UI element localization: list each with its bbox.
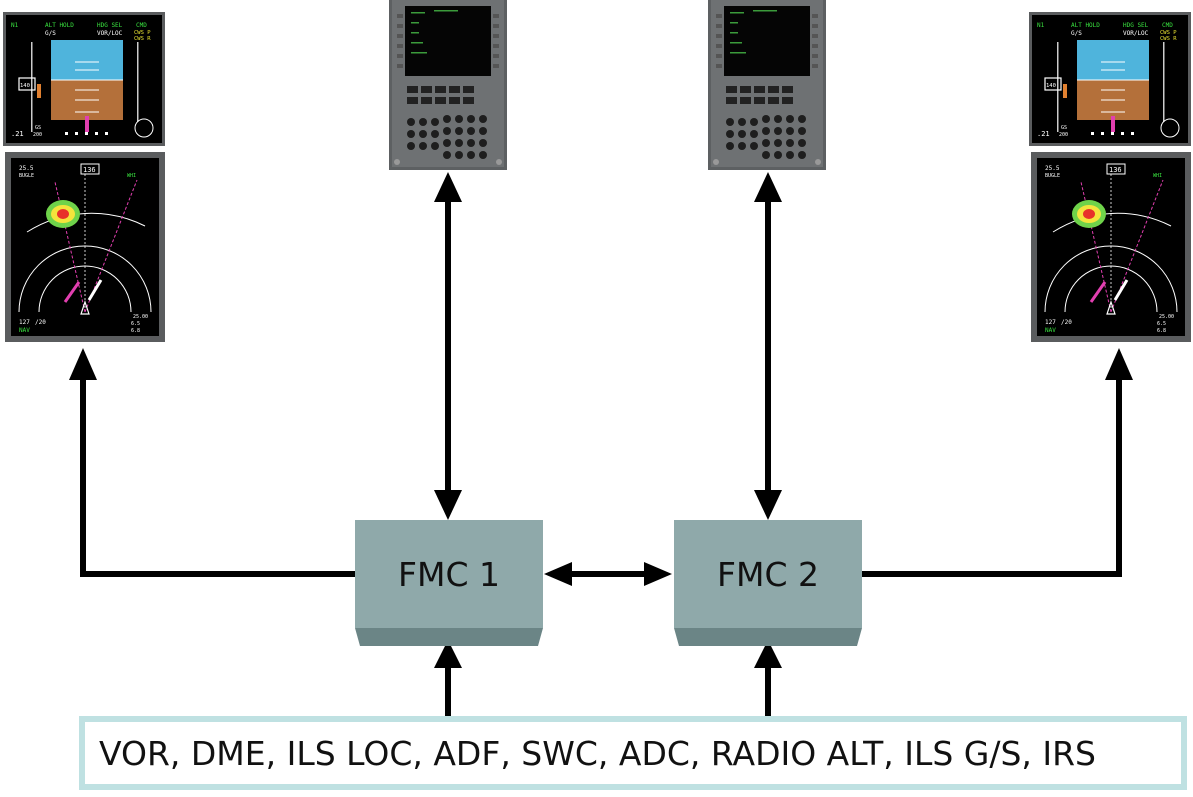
nd-right-range-1: 25.00 bbox=[1159, 314, 1174, 320]
nd-left-range-3: 6.8 bbox=[131, 328, 140, 334]
nd-right-wpt: BUGLE bbox=[1045, 173, 1060, 179]
nd-right-range-3: 6.8 bbox=[1157, 328, 1166, 334]
pfd-right-mode-vor: VOR/LOC bbox=[1123, 30, 1149, 37]
arrowhead-fmc2-down bbox=[754, 490, 782, 520]
pfd-right-mach: .21 bbox=[1037, 130, 1050, 138]
pfd-left-mode-cmd: CMD bbox=[136, 22, 147, 29]
pfd-right-mode-alt: ALT HOLD bbox=[1071, 22, 1100, 29]
pfd-left-mode-cwsp: CWS P bbox=[134, 30, 151, 36]
fmc-1-label: FMC 1 bbox=[398, 554, 500, 594]
pfd-right-gs-label: GS bbox=[1061, 125, 1067, 131]
nd-right-wpt-right: WHI bbox=[1153, 173, 1162, 179]
nd-left-wpt-right: WHI bbox=[127, 173, 136, 179]
nd-left: 136 25.5 BUGLE WHI 127 /20 NAV 25.00 6.5… bbox=[5, 152, 165, 342]
pfd-right-n1: N1 bbox=[1037, 22, 1045, 29]
wire-fmc2-to-right-nd bbox=[862, 378, 1122, 577]
pfd-right-mode-cwsp: CWS P bbox=[1160, 30, 1177, 36]
pfd-left-mode-alt: ALT HOLD bbox=[45, 22, 74, 29]
pfd-left-n1: N1 bbox=[11, 22, 19, 29]
sensor-inputs-label: VOR, DME, ILS LOC, ADF, SWC, ADC, RADIO … bbox=[99, 733, 1097, 773]
pfd-left-mode-cwsr: CWS R bbox=[134, 36, 151, 42]
pfd-left-mode-vor: VOR/LOC bbox=[97, 30, 123, 37]
nd-left-heading: 136 bbox=[83, 166, 96, 174]
pfd-right: N1 ALT HOLD G/S HDG SEL VOR/LOC CMD CWS … bbox=[1029, 12, 1191, 146]
arrowhead-fmc1-left bbox=[544, 562, 572, 586]
nd-right: 136 25.5 BUGLE WHI 127 /20 NAV 25.00 6.5… bbox=[1031, 152, 1191, 342]
pfd-right-gs-value: 200 bbox=[1059, 132, 1068, 138]
sensor-inputs-box: VOR, DME, ILS LOC, ADF, SWC, ADC, RADIO … bbox=[79, 716, 1187, 790]
nd-left-range-1: 25.00 bbox=[133, 314, 148, 320]
pfd-right-speed: 140 bbox=[1046, 83, 1056, 89]
nd-right-mode: NAV bbox=[1045, 327, 1056, 334]
arrowhead-fmc1-down bbox=[434, 490, 462, 520]
pfd-right-mode-gs: G/S bbox=[1071, 30, 1082, 37]
nd-right-speed: 25.5 bbox=[1045, 165, 1060, 172]
nd-left-range-2: 6.5 bbox=[131, 321, 140, 327]
pfd-right-mode-hdg: HDG SEL bbox=[1123, 22, 1149, 29]
pfd-left-gs-value: 200 bbox=[33, 132, 42, 138]
fmc-1-box: FMC 1 bbox=[355, 520, 543, 646]
arrowhead-left-nd bbox=[69, 348, 97, 380]
cdu-2 bbox=[708, 0, 826, 170]
arrowhead-fmc2-input bbox=[754, 640, 782, 668]
nd-left-mode: NAV bbox=[19, 327, 30, 334]
pfd-left-mach: .21 bbox=[11, 130, 24, 138]
wire-fmc1-to-left-nd bbox=[80, 378, 355, 577]
fmc-2-label: FMC 2 bbox=[717, 554, 819, 594]
pfd-right-mode-cwsr: CWS R bbox=[1160, 36, 1177, 42]
fmc-2-box: FMC 2 bbox=[674, 520, 862, 646]
pfd-left-speed: 140 bbox=[20, 83, 30, 89]
arrowhead-cdu2-up bbox=[754, 172, 782, 202]
arrowhead-fmc2-right bbox=[644, 562, 672, 586]
pfd-left-mode-hdg: HDG SEL bbox=[97, 22, 123, 29]
nd-right-range-2: 6.5 bbox=[1157, 321, 1166, 327]
pfd-right-mode-cmd: CMD bbox=[1162, 22, 1173, 29]
arrowhead-cdu1-up bbox=[434, 172, 462, 202]
arrowhead-right-nd bbox=[1105, 348, 1133, 380]
pfd-left-mode-gs: G/S bbox=[45, 30, 56, 37]
pfd-left: N1 ALT HOLD G/S HDG SEL VOR/LOC CMD CWS … bbox=[3, 12, 165, 146]
pfd-left-gs-label: GS bbox=[35, 125, 41, 131]
nd-left-wpt: BUGLE bbox=[19, 173, 34, 179]
nd-left-speed: 25.5 bbox=[19, 165, 34, 172]
arrowhead-fmc1-input bbox=[434, 640, 462, 668]
nd-left-bearing: 127 bbox=[19, 319, 30, 326]
nd-right-heading: 136 bbox=[1109, 166, 1122, 174]
cdu-1 bbox=[389, 0, 507, 170]
nd-left-bearing-sub: /20 bbox=[35, 319, 46, 326]
nd-right-bearing: 127 bbox=[1045, 319, 1056, 326]
nd-right-bearing-sub: /20 bbox=[1061, 319, 1072, 326]
